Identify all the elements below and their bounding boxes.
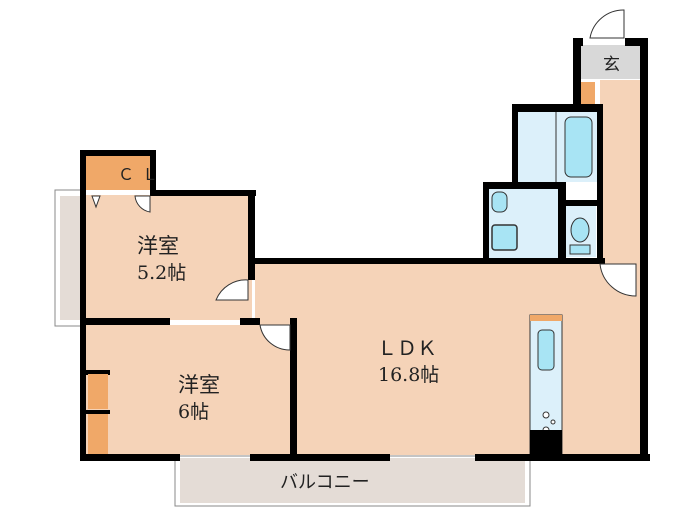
balcony-label: バルコニー bbox=[280, 472, 370, 493]
washing-machine bbox=[491, 224, 518, 251]
room-1-name: 洋室 bbox=[137, 234, 179, 258]
bathtub bbox=[564, 116, 593, 178]
entrance bbox=[580, 45, 640, 79]
closet bbox=[86, 156, 152, 190]
closet-label: ＣＬ bbox=[118, 165, 166, 184]
corridor bbox=[600, 80, 643, 262]
ldk bbox=[255, 262, 643, 455]
walls bbox=[80, 38, 650, 461]
entrance-label: 玄 bbox=[603, 55, 620, 75]
shoe-storage bbox=[580, 82, 595, 104]
room-2-name: 洋室 bbox=[178, 373, 220, 397]
room-1-size: 5.2帖 bbox=[137, 262, 186, 284]
room-2-size: 6帖 bbox=[178, 401, 209, 423]
sink-icon bbox=[537, 329, 555, 371]
doors[interactable] bbox=[91, 9, 637, 351]
closet-2 bbox=[88, 414, 108, 454]
toilet-icon bbox=[570, 217, 590, 243]
ldk-name: ＬＤＫ bbox=[377, 336, 437, 360]
closet-1 bbox=[88, 374, 108, 409]
washbasin bbox=[491, 191, 508, 213]
ldk-size: 16.8帖 bbox=[378, 364, 439, 386]
